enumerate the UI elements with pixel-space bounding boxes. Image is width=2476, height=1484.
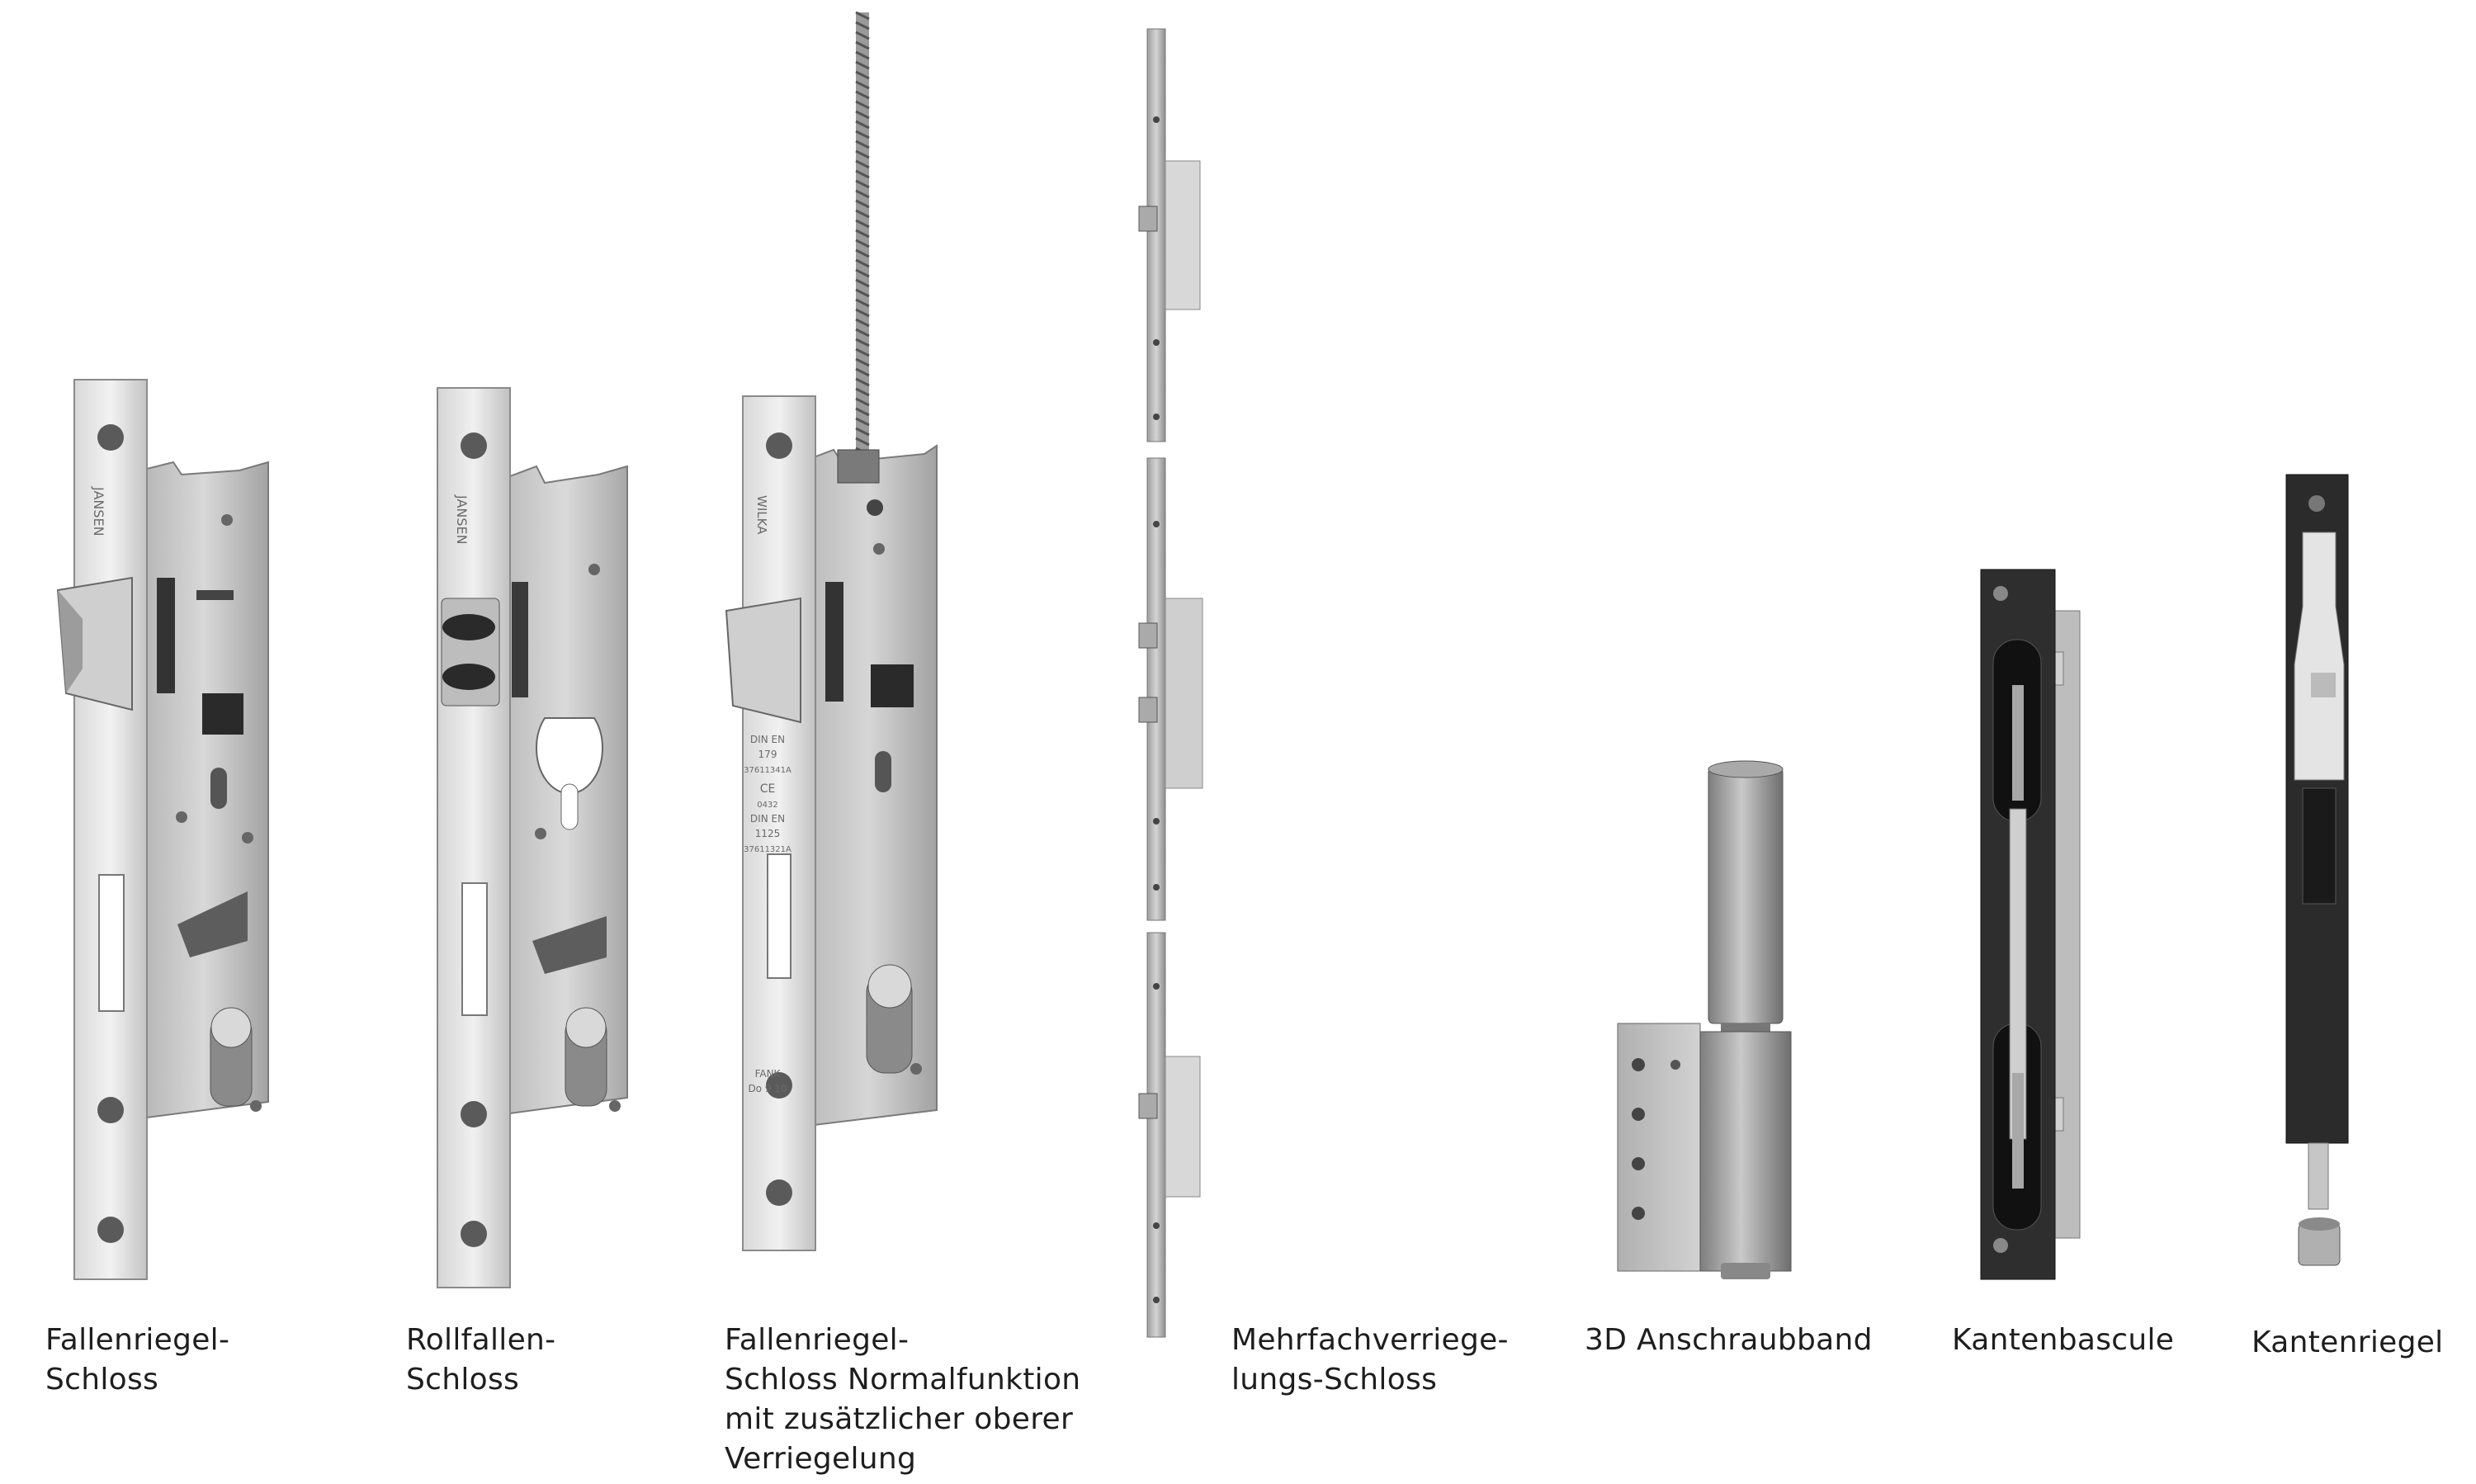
mehrfachverriegelungs-schloss-image	[1138, 28, 1203, 1338]
caption-mehrfachverriegelungs-schloss: Mehrfachverriege- lungs-Schloss	[1231, 1323, 1509, 1397]
fallenriegel-schloss-image: JANSEN	[56, 379, 269, 1280]
engraving-text: JANSEN	[91, 486, 106, 536]
marking-line-7: 1125	[755, 828, 781, 839]
caption-kantenriegel: Kantenriegel	[2252, 1326, 2444, 1359]
caption-fallenriegel-schloss: Fallenriegel- Schloss	[45, 1323, 230, 1397]
marking-line-10: Do 9 10	[748, 1083, 787, 1094]
product-kantenbascule	[1964, 561, 2096, 1288]
engraving-text: WILKA	[754, 495, 769, 535]
fallenriegel-oberer-verriegelung-image: WILKA DIN EN 179 37611341A CE 0432 DIN E…	[725, 11, 938, 1251]
marking-line-2: 179	[758, 749, 777, 760]
marking-line-6: DIN EN	[750, 813, 785, 825]
caption-kantenbascule: Kantenbascule	[1952, 1323, 2175, 1357]
caption-fallenriegel-oberer-verriegelung: Fallenriegel- Schloss Normalfunktion mit…	[725, 1323, 1081, 1476]
product-fallenriegel-schloss: JANSEN	[56, 379, 272, 1288]
kantenriegel-image	[2285, 474, 2349, 1266]
threaded-rod	[855, 11, 870, 475]
marking-line-9: FANK	[755, 1068, 782, 1080]
marking-line-1: DIN EN	[750, 734, 785, 745]
kantenbascule-image	[1980, 569, 2081, 1280]
caption-rollfallen-schloss: Rollfallen- Schloss	[406, 1323, 556, 1397]
marking-line-8: 37611321A	[744, 845, 791, 854]
marking-line-3: 37611341A	[744, 766, 791, 775]
engraving-text: JANSEN	[454, 494, 470, 545]
rollfallen-schloss-image: JANSEN	[437, 387, 628, 1288]
3d-anschraubband-image	[1617, 760, 1792, 1279]
product-fallenriegel-oberer-verriegelung: WILKA DIN EN 179 37611341A CE 0432 DIN E…	[710, 11, 941, 1259]
caption-3d-anschraubband: 3D Anschraubband	[1585, 1323, 1873, 1357]
marking-line-5: 0432	[757, 801, 777, 810]
product-mehrfachverriegelungs-schloss	[1138, 28, 1213, 1341]
product-kantenriegel	[2278, 466, 2377, 1283]
marking-line-4: CE	[760, 782, 776, 796]
product-3d-anschraubband	[1609, 759, 1807, 1288]
product-rollfallen-schloss: JANSEN	[429, 387, 636, 1296]
